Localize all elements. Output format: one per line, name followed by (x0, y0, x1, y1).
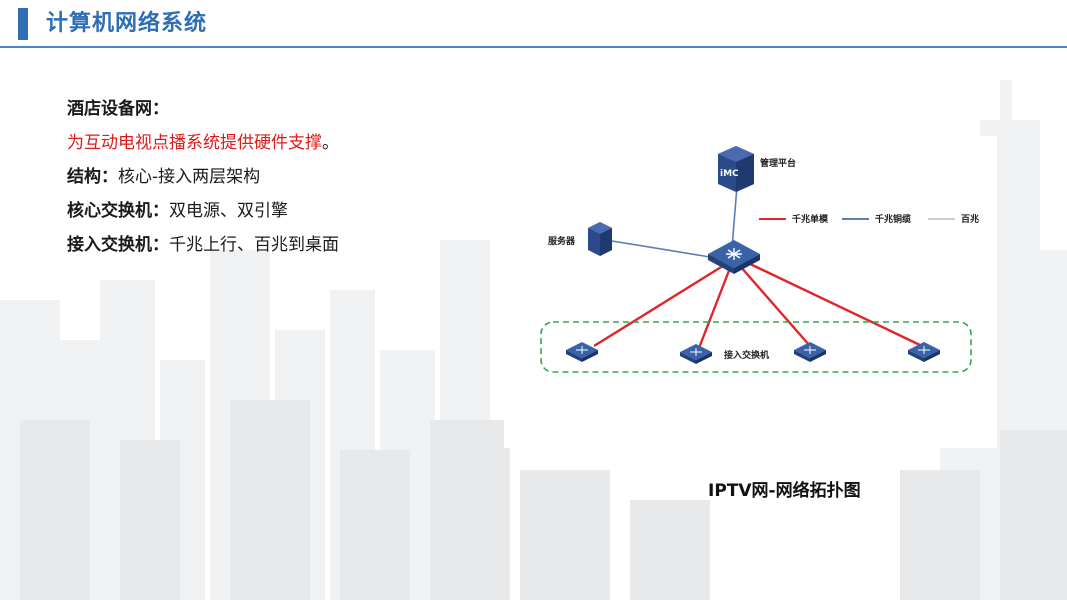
value-structure: 核心-接入两层架构 (118, 167, 261, 187)
access-switch-icon-2 (680, 344, 712, 364)
legend-label-copper: 千兆铜缆 (875, 213, 911, 225)
diagram-caption: IPTV网-网络拓扑图 (708, 481, 861, 501)
line-structure: 结构：核心-接入两层架构 (67, 160, 339, 194)
link-core-access-2 (697, 267, 732, 349)
core-switch-icon (708, 240, 760, 274)
imc-text: iMC (720, 169, 739, 179)
label-structure: 结构： (67, 167, 118, 187)
access-group-box (540, 321, 972, 373)
link-core-access-3 (739, 265, 811, 347)
imc-server-icon: iMC (718, 146, 754, 192)
title-accent-bar (18, 8, 28, 40)
topology-diagram: iMC 管理平台 服务器 接入交换机 (504, 136, 997, 448)
legend-label-fiber: 千兆单模 (792, 213, 829, 225)
label-core-switch: 核心交换机： (67, 201, 169, 221)
slide-header: 计算机网络系统 (0, 0, 1067, 50)
server-label: 服务器 (548, 235, 576, 247)
label-hotel-network: 酒店设备网： (67, 99, 169, 119)
label-access-switch: 接入交换机： (67, 235, 169, 255)
link-core-access-4 (745, 260, 923, 348)
value-core-switch: 双电源、双引擎 (169, 201, 288, 221)
access-switch-icon-4 (908, 342, 940, 362)
line-hotel-network: 酒店设备网： (67, 92, 339, 126)
server-icon (588, 222, 612, 256)
mgmt-platform-label: 管理平台 (760, 157, 796, 169)
value-access-switch: 千兆上行、百兆到桌面 (169, 235, 339, 255)
legend: 千兆单模 千兆铜缆 百兆 (759, 213, 979, 225)
purpose-text: 为互动电视点播系统提供硬件支撑 (67, 133, 322, 153)
access-switch-label: 接入交换机 (724, 349, 769, 361)
line-access-switch: 接入交换机：千兆上行、百兆到桌面 (67, 228, 339, 262)
line-core-switch: 核心交换机：双电源、双引擎 (67, 194, 339, 228)
access-switch-icon-3 (794, 342, 826, 362)
topology-svg: iMC 管理平台 服务器 接入交换机 (540, 146, 979, 373)
legend-label-100m: 百兆 (961, 213, 979, 225)
link-server-core (605, 239, 717, 259)
link-core-access-1 (593, 262, 727, 348)
purpose-tail: 。 (322, 133, 339, 153)
description-block: 酒店设备网： 为互动电视点播系统提供硬件支撑。 结构：核心-接入两层架构 核心交… (67, 92, 339, 262)
link-mgmt-core (731, 185, 738, 249)
access-switch-icon-1 (566, 342, 598, 362)
line-purpose: 为互动电视点播系统提供硬件支撑。 (67, 126, 339, 160)
page-title: 计算机网络系统 (46, 11, 208, 36)
header-divider (0, 46, 1067, 48)
